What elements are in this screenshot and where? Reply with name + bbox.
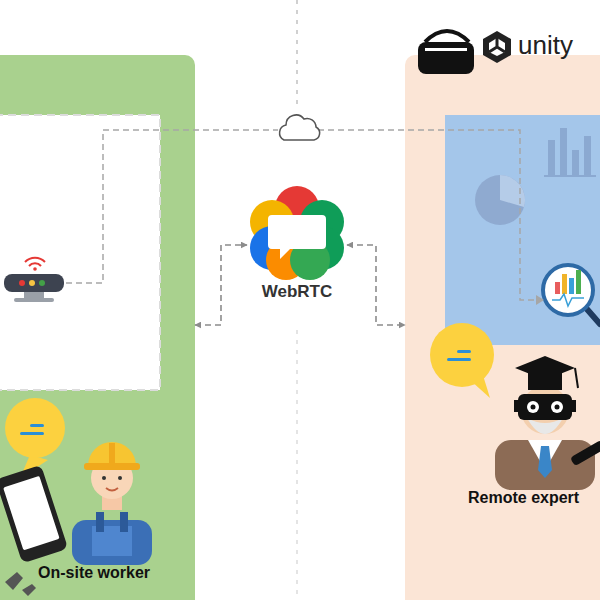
panel-caption: On-site worker [38,563,150,582]
phone-icon [0,465,68,564]
divider-line [296,330,298,600]
logo-caption: WebRTC [262,282,333,302]
expert-panel: unityRemote expert [405,55,600,600]
vr-headset-icon [418,31,474,74]
router-icon [4,258,64,302]
tool-icon [5,572,36,596]
webrtc-node: WebRTC [247,186,347,306]
cloud-icon [280,115,320,140]
webrtc-logo [250,186,344,280]
panel-caption: Remote expert [468,488,579,507]
speech-bubble [5,398,65,478]
dashed-connector [195,245,247,325]
unity-logo [483,31,511,63]
expert-figure [495,356,600,490]
worker-figure [72,442,152,565]
expert-panel [405,55,600,600]
dashed-connector [347,245,405,325]
bar-chart [544,128,596,177]
divider-line [296,0,298,110]
dashboard-screen [445,115,600,345]
site-area [0,115,160,390]
worker-panel: On-site worker [0,55,195,600]
site-panel [0,55,195,600]
data-path [66,130,536,300]
arrow-head [536,295,544,305]
pie-chart [475,175,525,225]
speech-bubble [430,323,494,398]
brand-name: unity [518,30,573,61]
magnifier-icon [543,265,600,324]
